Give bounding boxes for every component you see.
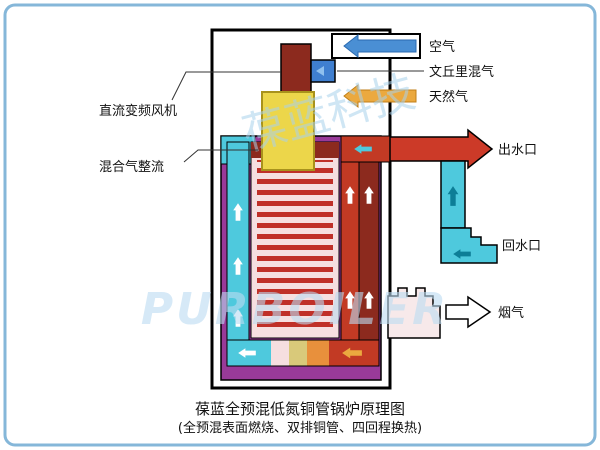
- air-flow-arrow: [343, 33, 417, 59]
- diagram-title: 葆蓝全预混低氮铜管锅炉原理图: [195, 400, 405, 418]
- label-venturi-mix: 文丘里混气: [429, 64, 494, 80]
- copper-tube-coils: [257, 160, 333, 332]
- label-water-return: 回水口: [502, 239, 541, 254]
- frame-border: [3, 3, 597, 447]
- bottom-pass: [226, 339, 380, 367]
- label-mix-rectifier: 混合气整流: [99, 159, 164, 175]
- flue-gas-arrow: [445, 295, 492, 329]
- label-natural-gas: 天然气: [429, 89, 468, 105]
- bottom-segment-orange: [307, 340, 329, 366]
- water-outlet-pipe: [389, 128, 494, 170]
- bottom-segment-pale: [271, 340, 289, 366]
- label-flue-gas: 烟气: [498, 305, 524, 321]
- label-dc-fan: 直流变频风机: [99, 103, 177, 119]
- water-return-inlet-pipe: [440, 227, 498, 264]
- bottom-pass-outline: [226, 339, 380, 367]
- leader-mix-rectifier: [183, 149, 258, 163]
- bottom-segment-khaki: [289, 340, 307, 366]
- dc-fan-body: [261, 91, 315, 171]
- flue-duct: [387, 287, 441, 339]
- burner-inlet-box: [280, 43, 312, 97]
- label-water-outlet: 出水口: [498, 143, 537, 158]
- label-air: 空气: [429, 39, 455, 55]
- leader-dc-fan: [171, 71, 281, 101]
- venturi-flow-arrow: [316, 66, 324, 76]
- gas-flow-arrow: [343, 83, 417, 109]
- diagram-subtitle: (全预混表面燃烧、双排铜管、四回程换热): [178, 420, 422, 436]
- watermark-en: PURBOILER: [141, 284, 449, 335]
